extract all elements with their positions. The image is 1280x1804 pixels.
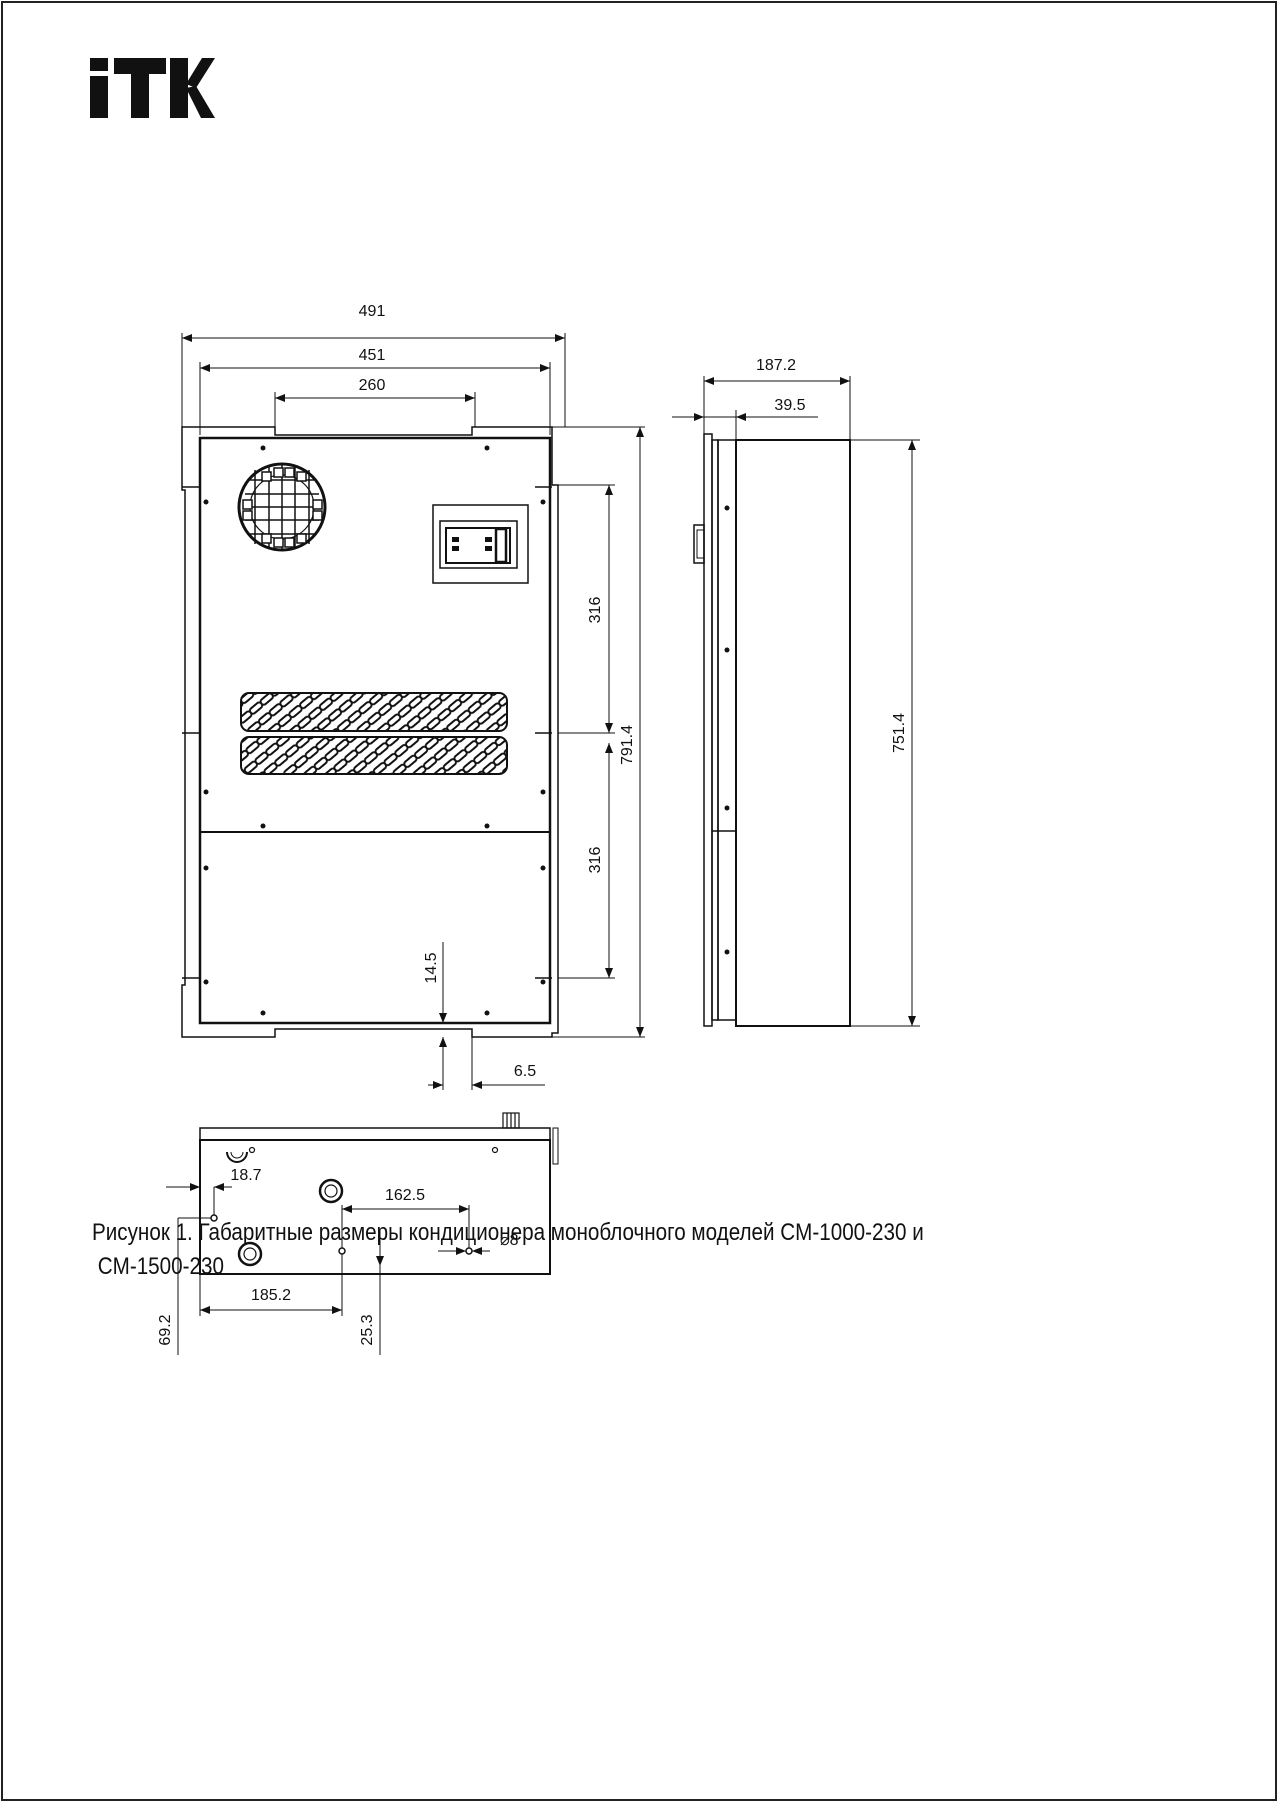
side-view bbox=[693, 433, 851, 1027]
itk-logo bbox=[90, 58, 215, 118]
dim-overall-height: 791.4 bbox=[619, 725, 636, 765]
front-dimensions bbox=[181, 333, 645, 1090]
side-dimensions bbox=[672, 376, 920, 1027]
dim-upper-section: 316 bbox=[587, 597, 604, 624]
caption-line-2: CM-1500-230 bbox=[92, 1253, 224, 1280]
dim-overall-width: 491 bbox=[359, 303, 386, 320]
fan-grille-icon bbox=[237, 462, 327, 552]
dim-bottom-offset: 14.5 bbox=[423, 952, 440, 983]
technical-drawing: 491 451 260 316 316 791.4 14.5 6.5 bbox=[157, 303, 920, 1355]
dim-mount-spacing: 260 bbox=[359, 377, 386, 394]
caption-line-1: Рисунок 1. Габаритные размеры кондиционе… bbox=[92, 1219, 924, 1246]
dim-left-offset: 18.7 bbox=[230, 1167, 261, 1184]
dim-panel-width: 451 bbox=[359, 347, 386, 364]
dim-hole-x: 185.2 bbox=[251, 1287, 291, 1304]
dim-hole-spacing: 162.5 bbox=[385, 1187, 425, 1204]
dim-hole-diameter: ⌀8 bbox=[500, 1232, 519, 1249]
figure-caption: Рисунок 1. Габаритные размеры кондиционе… bbox=[92, 1216, 1038, 1284]
dim-flange-depth: 39.5 bbox=[774, 397, 805, 414]
dim-hole-y-right: 25.3 bbox=[359, 1314, 376, 1345]
dim-lower-section: 316 bbox=[587, 847, 604, 874]
bottom-dimensions bbox=[166, 1183, 490, 1355]
dim-hole-y-left: 69.2 bbox=[157, 1314, 174, 1345]
dim-body-height: 751.4 bbox=[891, 713, 908, 753]
dim-depth: 187.2 bbox=[756, 357, 796, 374]
vent-grille-icon bbox=[240, 692, 508, 775]
controller-panel-icon bbox=[432, 504, 529, 584]
dim-slot-width: 6.5 bbox=[514, 1063, 536, 1080]
